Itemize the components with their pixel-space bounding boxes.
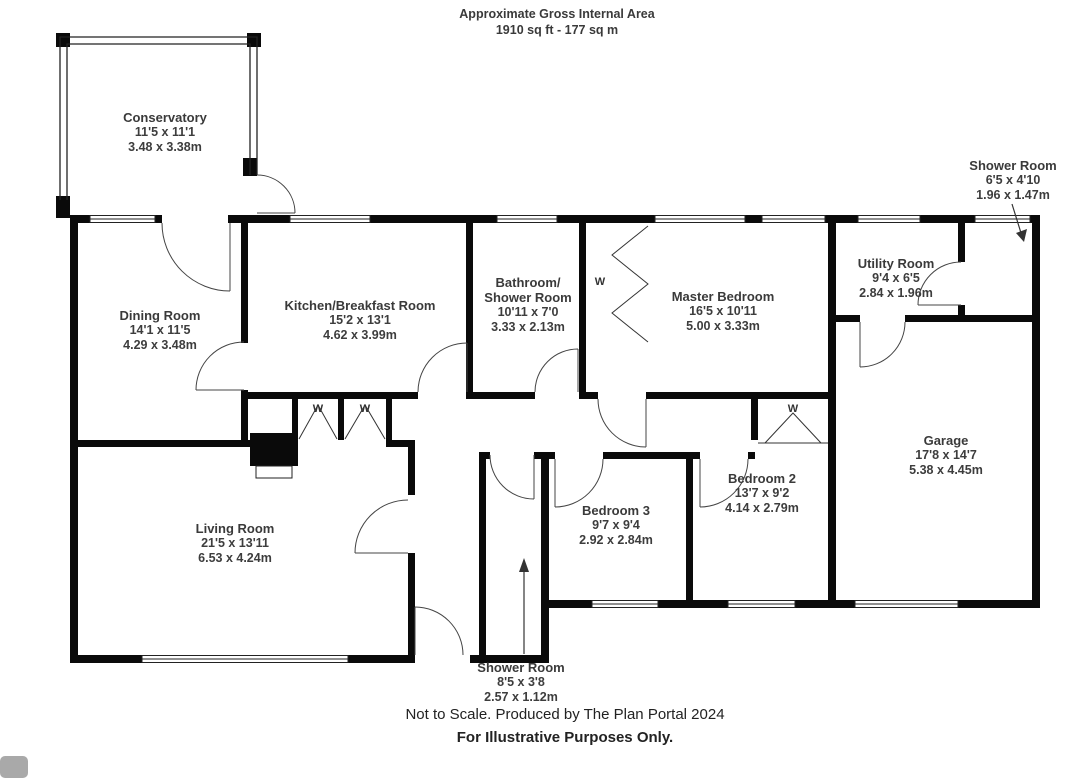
room-label-utility-room: Utility Room 9'4 x 6'5 2.84 x 1.96m bbox=[857, 256, 935, 300]
room-label-kitchen: Kitchen/Breakfast Room 15'2 x 13'1 4.62 … bbox=[284, 298, 436, 342]
room-label-conservatory: Conservatory 11'5 x 11'1 3.48 x 3.38m bbox=[123, 110, 207, 154]
doors-group bbox=[161, 174, 962, 656]
walls-group bbox=[56, 33, 1040, 663]
wardrobe-doors-group bbox=[298, 225, 828, 444]
footer-disclaimer: Not to Scale. Produced by The Plan Porta… bbox=[405, 706, 725, 723]
room-label-living-room: Living Room 21'5 x 13'11 6.53 x 4.24m bbox=[195, 521, 275, 565]
fireplace-hearth bbox=[255, 465, 293, 479]
label-arrows-group bbox=[519, 203, 1027, 654]
room-label-dining-room: Dining Room 14'1 x 11'5 4.29 x 3.48m bbox=[119, 308, 201, 352]
plan-title: Approximate Gross Internal Area bbox=[459, 7, 655, 21]
corner-artifact bbox=[0, 756, 28, 778]
plan-subtitle: 1910 sq ft - 177 sq m bbox=[495, 23, 619, 37]
wardrobe-label: W bbox=[312, 403, 324, 415]
room-label-bedroom-2: Bedroom 2 13'7 x 9'2 4.14 x 2.79m bbox=[725, 471, 799, 515]
room-label-master-bedroom: Master Bedroom 16'5 x 10'11 5.00 x 3.33m bbox=[671, 289, 775, 333]
room-label-garage: Garage 17'8 x 14'7 5.38 x 4.45m bbox=[909, 433, 983, 477]
room-label-shower-room-bottom: Shower Room 8'5 x 3'8 2.57 x 1.12m bbox=[477, 660, 565, 704]
footer-illustrative-note: For Illustrative Purposes Only. bbox=[456, 729, 674, 746]
windows-group bbox=[89, 215, 1031, 663]
room-label-bathroom: Bathroom/ Shower Room 10'11 x 7'0 3.33 x… bbox=[484, 275, 572, 334]
wardrobe-label: W bbox=[594, 276, 606, 288]
wardrobe-label: W bbox=[787, 403, 799, 415]
room-label-bedroom-3: Bedroom 3 9'7 x 9'4 2.92 x 2.84m bbox=[579, 503, 653, 547]
room-label-shower-room-top: Shower Room 6'5 x 4'10 1.96 x 1.47m bbox=[969, 158, 1057, 202]
wardrobe-label: W bbox=[359, 403, 371, 415]
conservatory-glass-walls bbox=[59, 36, 258, 200]
